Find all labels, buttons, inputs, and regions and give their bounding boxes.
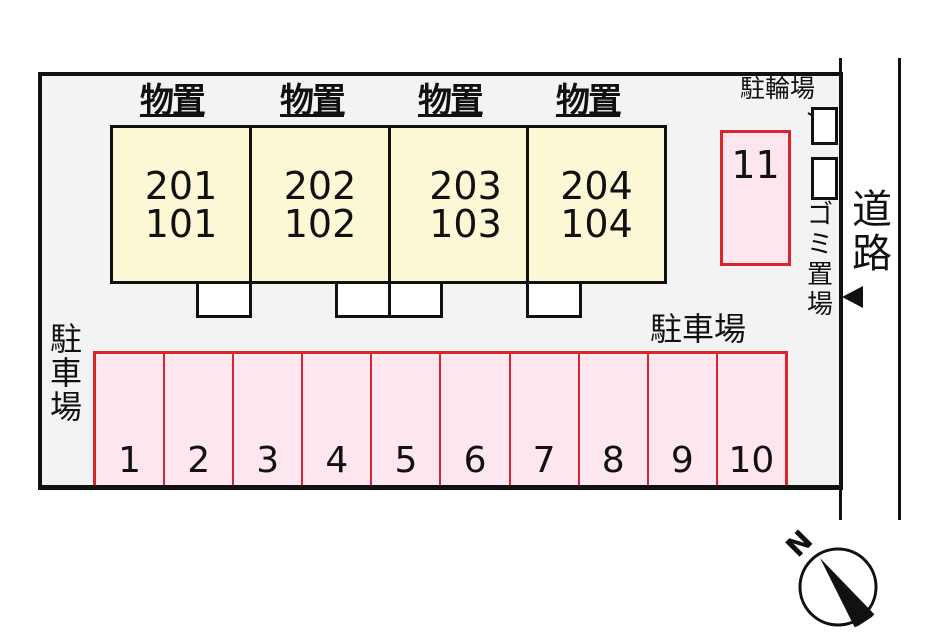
unit-lower-number: 103	[429, 201, 502, 246]
parking-space-4[interactable]: 4	[303, 354, 373, 485]
site-bottom-edge	[38, 485, 843, 489]
entrance-box-1	[196, 281, 252, 318]
unit-202-102[interactable]: 202 102	[249, 125, 391, 284]
parking-space-8[interactable]: 8	[580, 354, 649, 485]
parking-row: 1 2 3 4 5 6 7 8 9 10	[93, 351, 788, 488]
road-label: 道 路	[852, 187, 892, 277]
entrance-arrow-icon	[842, 286, 863, 308]
storage-label-4: 物置	[556, 81, 622, 121]
garbage-area-label: ゴ ミ 置 場	[806, 200, 833, 320]
parking-space-2[interactable]: 2	[165, 354, 235, 485]
north-compass-icon	[798, 547, 878, 629]
road-line-outer	[898, 58, 901, 520]
unit-204-104[interactable]: 204 104	[526, 125, 667, 284]
unit-203-103[interactable]: 203 103	[388, 125, 529, 284]
garbage-area-box	[811, 157, 838, 200]
entrance-box-2	[335, 281, 391, 318]
unit-upper-number: 204	[560, 163, 633, 208]
entrance-box-4	[526, 281, 582, 318]
bicycle-parking-label: 駐輪場	[740, 74, 816, 103]
storage-label-1: 物置	[140, 81, 206, 121]
entrance-box-3	[388, 281, 443, 318]
unit-upper-number: 203	[429, 163, 502, 208]
parking-space-10[interactable]: 10	[728, 440, 775, 481]
unit-upper-number: 202	[283, 163, 357, 208]
parking-label-left: 駐 車 場	[49, 320, 82, 426]
parking-label-right: 駐車場	[650, 310, 747, 348]
unit-upper-number: 201	[144, 163, 218, 208]
bicycle-parking-box	[811, 107, 838, 145]
unit-lower-number: 102	[283, 201, 357, 246]
parking-space-7[interactable]: 7	[511, 354, 580, 485]
parking-space-3[interactable]: 3	[234, 354, 304, 485]
unit-lower-number: 101	[144, 201, 218, 246]
unit-lower-number: 104	[560, 201, 633, 246]
parking-space-6[interactable]: 6	[441, 354, 511, 485]
storage-label-3: 物置	[418, 81, 484, 121]
parking-space-5[interactable]: 5	[372, 354, 442, 485]
unit-201-101[interactable]: 201 101	[110, 125, 252, 284]
parking-space-11[interactable]: 11	[720, 130, 791, 266]
parking-space-1[interactable]: 1	[96, 354, 166, 485]
storage-label-2: 物置	[280, 81, 346, 121]
parking-space-9[interactable]: 9	[649, 354, 718, 485]
